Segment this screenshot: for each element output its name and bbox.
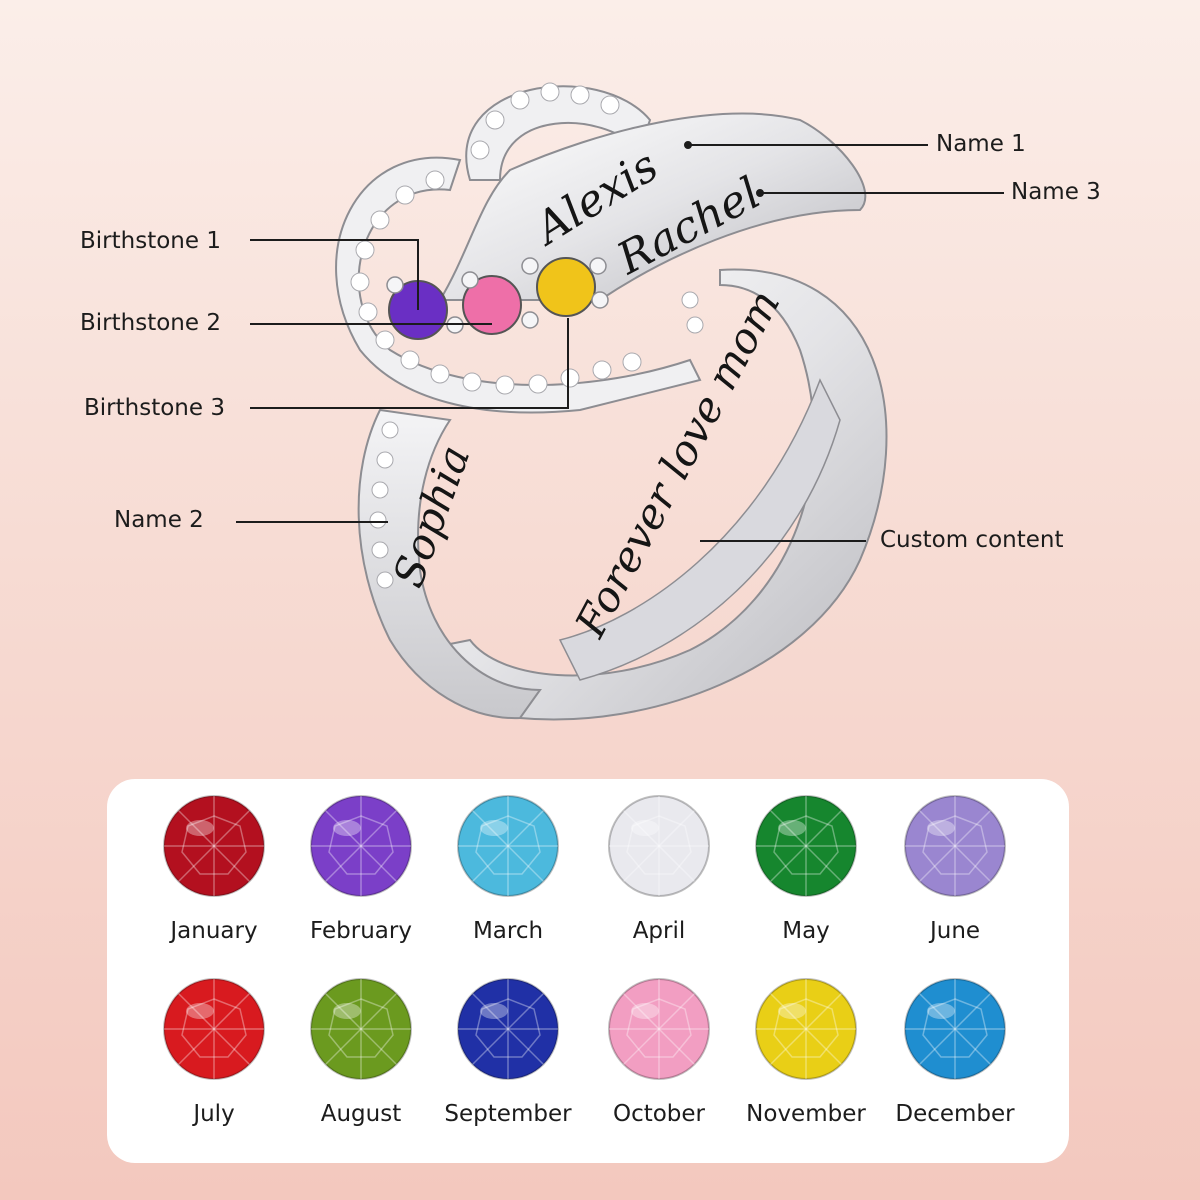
birthstone-february: February [286, 794, 436, 964]
set-stone-2 [462, 275, 522, 335]
gem-icon [310, 795, 412, 897]
birthstone-december: December [880, 977, 1030, 1147]
birthstone-october: October [584, 977, 734, 1147]
birthstone-january: January [139, 794, 289, 964]
birthstone-august: August [286, 977, 436, 1147]
gem-icon [310, 978, 412, 1080]
gem-icon [163, 978, 265, 1080]
callout-custom-content: Custom content [880, 527, 1064, 553]
month-label: September [444, 1101, 572, 1127]
ring-illustration: Alexis Rachel Sophia Forever love mom [236, 82, 1004, 721]
birthstone-june: June [880, 794, 1030, 964]
set-stone-3 [536, 257, 596, 317]
callout-birthstone-2: Birthstone 2 [80, 310, 221, 336]
month-label: May [782, 918, 830, 944]
gem-icon [457, 978, 559, 1080]
month-label: June [929, 918, 981, 944]
month-label: April [632, 918, 686, 944]
callout-birthstone-3: Birthstone 3 [84, 395, 225, 421]
callout-lines [236, 141, 1004, 542]
leader-birthstone-3 [250, 318, 569, 409]
gem-icon [163, 795, 265, 897]
callout-name-1: Name 1 [936, 131, 1026, 157]
callout-birthstone-1: Birthstone 1 [80, 228, 221, 254]
birthstone-july: July [139, 977, 289, 1147]
month-label: February [310, 918, 412, 944]
heart-frame [335, 82, 704, 589]
month-label: November [746, 1101, 866, 1127]
birthstone-may: May [731, 794, 881, 964]
gem-icon [904, 795, 1006, 897]
month-label: December [895, 1101, 1015, 1127]
month-label: January [170, 918, 258, 944]
gem-icon [608, 795, 710, 897]
month-label: July [193, 1101, 235, 1127]
callout-name-2: Name 2 [114, 507, 204, 533]
birthstone-september: September [433, 977, 583, 1147]
gem-icon [608, 978, 710, 1080]
gem-icon [755, 795, 857, 897]
leader-birthstone-1 [250, 239, 419, 310]
gem-icon [755, 978, 857, 1080]
birthstone-march: March [433, 794, 583, 964]
ring-band [357, 268, 888, 721]
month-label: August [320, 1101, 402, 1127]
gem-icon [904, 978, 1006, 1080]
month-label: October [612, 1101, 706, 1127]
gem-icon [457, 795, 559, 897]
month-label: March [472, 918, 544, 944]
birthstone-april: April [584, 794, 734, 964]
name-plate [438, 112, 867, 301]
birthstone-november: November [731, 977, 881, 1147]
callout-name-3: Name 3 [1011, 179, 1101, 205]
